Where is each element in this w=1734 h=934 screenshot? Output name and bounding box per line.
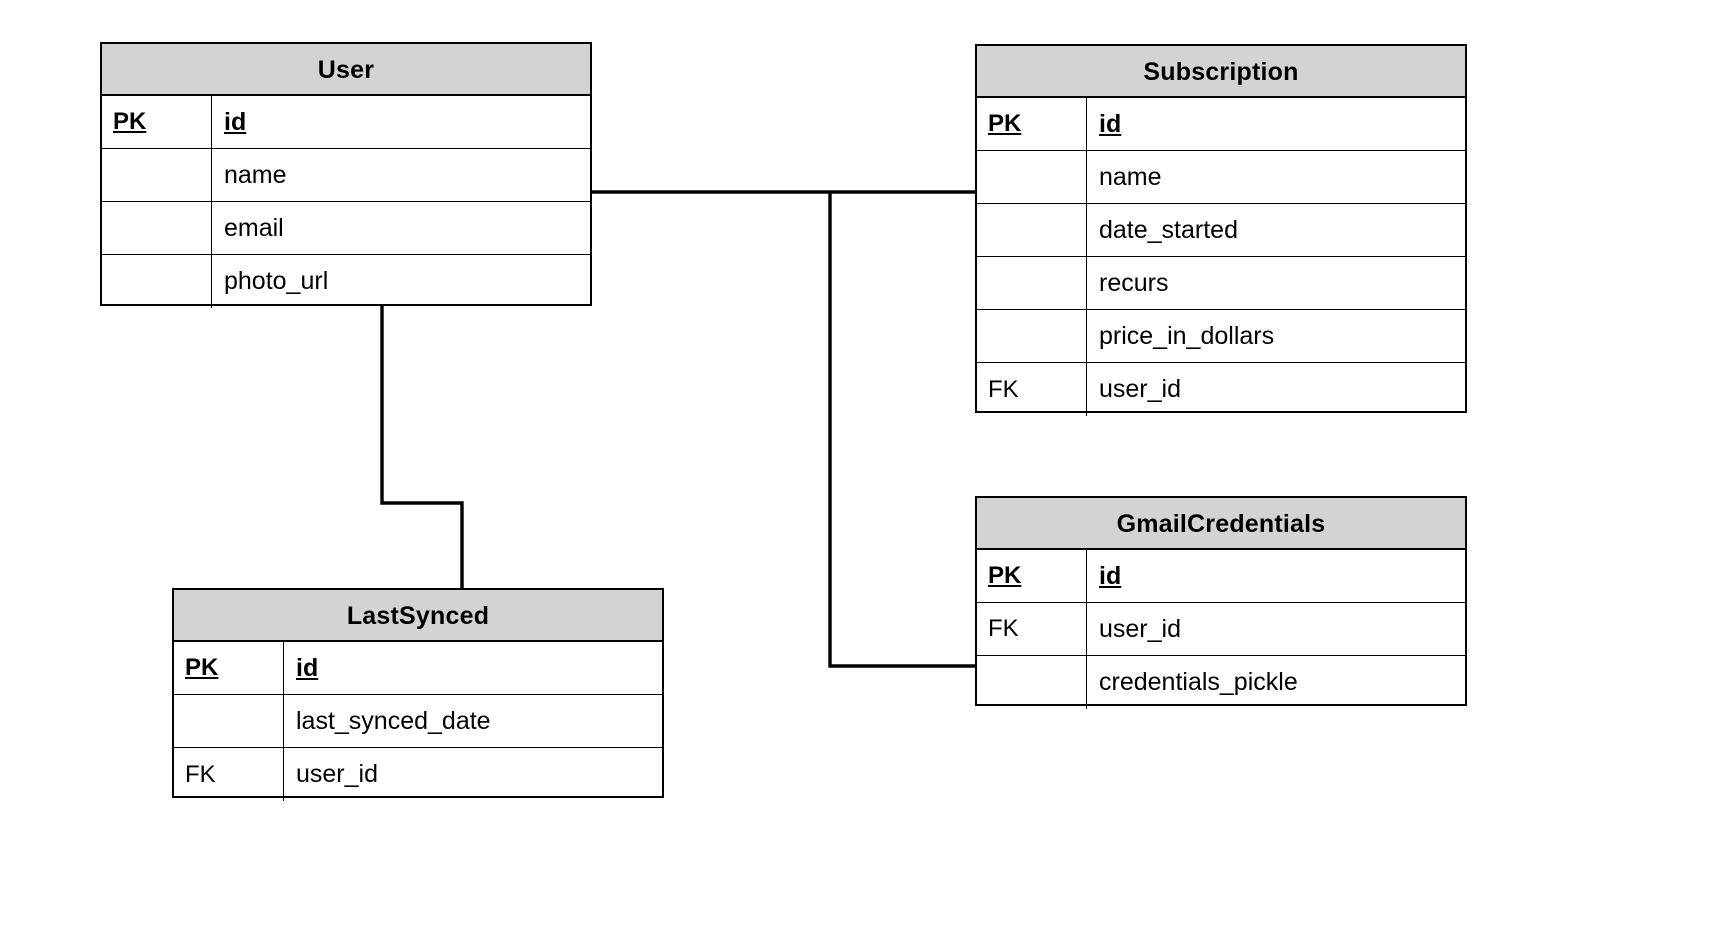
attribute-key: FK: [174, 748, 284, 801]
attribute-row: FK user_id: [977, 603, 1465, 656]
attribute-name: photo_url: [224, 267, 329, 295]
attribute-name: id: [224, 107, 247, 136]
attribute-name: id: [1099, 561, 1122, 590]
entity-subscription[interactable]: Subscription PK id name date_started rec…: [975, 44, 1467, 416]
attribute-row: price_in_dollars: [977, 310, 1465, 363]
attribute-name: user_id: [1099, 375, 1181, 403]
attribute-name: user_id: [1099, 614, 1181, 643]
pk-badge: PK: [988, 562, 1022, 589]
attribute-name: name: [1099, 162, 1162, 191]
entity-gmailcredentials[interactable]: GmailCredentials PK id FK user_id creden…: [975, 496, 1467, 709]
attribute-row: credentials_pickle: [977, 656, 1465, 709]
attribute-key: [102, 202, 212, 254]
attribute-row: date_started: [977, 204, 1465, 257]
entity-user[interactable]: User PK id name email photo_url: [100, 42, 592, 308]
attribute-key: FK: [977, 363, 1087, 416]
attribute-row: last_synced_date: [174, 695, 662, 748]
attribute-key: [977, 151, 1087, 203]
attribute-row: email: [102, 202, 590, 255]
attribute-key: [102, 255, 212, 308]
entity-user-title: User: [102, 44, 590, 96]
entity-gmailcredentials-title: GmailCredentials: [977, 498, 1465, 550]
attribute-row: PK id: [977, 550, 1465, 603]
pk-badge: PK: [988, 110, 1022, 137]
attribute-name: user_id: [296, 760, 378, 788]
attribute-row: recurs: [977, 257, 1465, 310]
attribute-row: name: [102, 149, 590, 202]
attribute-row: FK user_id: [977, 363, 1465, 416]
attribute-row: PK id: [174, 642, 662, 695]
attribute-key: PK: [977, 550, 1087, 602]
attribute-key: FK: [977, 603, 1087, 655]
attribute-row: photo_url: [102, 255, 590, 308]
attribute-key: PK: [174, 642, 284, 694]
attribute-name: recurs: [1099, 268, 1169, 297]
attribute-row: FK user_id: [174, 748, 662, 801]
attribute-key: [977, 204, 1087, 256]
attribute-row: PK id: [102, 96, 590, 149]
attribute-name: id: [1099, 109, 1122, 138]
entity-lastsynced[interactable]: LastSynced PK id last_synced_date FK use…: [172, 588, 664, 801]
attribute-key: [977, 257, 1087, 309]
attribute-name: email: [224, 213, 284, 242]
attribute-name: credentials_pickle: [1099, 668, 1298, 696]
entity-lastsynced-title: LastSynced: [174, 590, 662, 642]
attribute-row: PK id: [977, 98, 1465, 151]
attribute-key: [174, 695, 284, 747]
entity-subscription-title: Subscription: [977, 46, 1465, 98]
attribute-key: PK: [977, 98, 1087, 150]
pk-badge: PK: [185, 654, 219, 681]
attribute-key: [977, 310, 1087, 362]
attribute-key: [102, 149, 212, 201]
attribute-name: id: [296, 653, 319, 682]
attribute-key: [977, 656, 1087, 709]
attribute-name: price_in_dollars: [1099, 321, 1275, 350]
attribute-key: PK: [102, 96, 212, 148]
attribute-row: name: [977, 151, 1465, 204]
attribute-name: name: [224, 160, 287, 189]
pk-badge: PK: [113, 108, 147, 135]
attribute-name: date_started: [1099, 215, 1238, 244]
attribute-name: last_synced_date: [296, 706, 491, 735]
